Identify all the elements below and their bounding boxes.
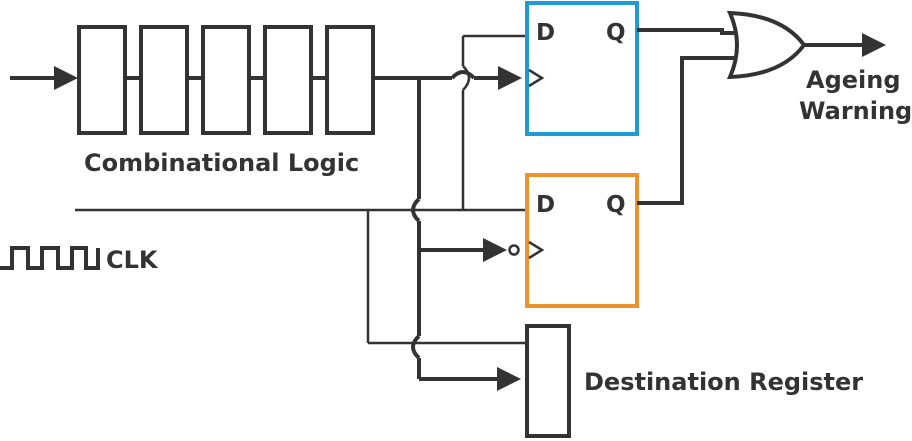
flipflop-output-wires [637,28,740,205]
main-flipflop-q-pin: Q [606,20,626,46]
inverted-clock-bubble [508,244,520,256]
shadow-flipflop-q-pin: Q [606,192,626,218]
clk-label: CLK [106,246,159,274]
datapath-wires [373,66,522,391]
logic-block [139,25,189,135]
main-flipflop: D Q [525,1,639,136]
clock-input-triangle [528,240,545,260]
logic-block [325,25,375,135]
ageing-warning-label-line1: Ageing [806,66,901,94]
ageing-warning-label-line2: Warning [799,97,912,125]
ageing-warning-output: Ageing Warning [799,33,912,125]
destination-register: Destination Register [525,324,863,438]
destination-register-label: Destination Register [584,368,863,396]
clock-wires [75,34,527,345]
logic-block [77,25,127,135]
shadow-flipflop-d-pin: D [536,192,555,218]
square-wave-icon [0,246,100,270]
main-flipflop-d-pin: D [536,20,555,46]
combinational-logic-label: Combinational Logic [84,149,359,177]
logic-block [201,25,251,135]
or-gate-icon [726,10,807,80]
clock-signal: CLK [0,246,159,274]
shadow-flipflop: D Q [508,173,639,308]
combinational-logic-chain [77,25,375,135]
logic-block [263,25,313,135]
clock-input-triangle [528,68,545,88]
